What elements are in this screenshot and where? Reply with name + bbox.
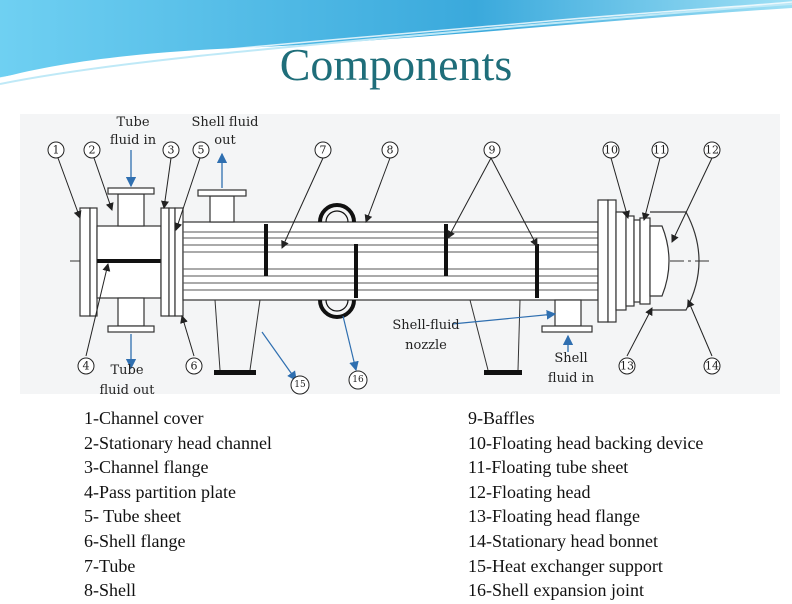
tube-fluid-in-label-1: Tube [116, 115, 149, 130]
legend-item: 7-Tube [84, 555, 136, 576]
callout-6: 6 [191, 360, 198, 373]
callout-7: 7 [320, 144, 327, 157]
callout-5: 5 [198, 144, 205, 157]
legend-item: 12-Floating head [468, 481, 591, 502]
tube-fluid-out-label-1: Tube [110, 363, 143, 378]
legend-item: 2-Stationary head channel [84, 432, 272, 453]
shell-fluid-out-label-2: out [214, 133, 236, 148]
callout-9: 9 [489, 144, 496, 157]
legend-item: 16-Shell expansion joint [468, 580, 644, 601]
callout-4: 4 [83, 360, 90, 373]
legend-item: 9-Baffles [468, 408, 535, 428]
legend-item: 15-Heat exchanger support [468, 555, 663, 576]
legend-item: 14-Stationary head bonnet [468, 530, 658, 551]
legend-left: 1-Channel cover 2-Stationary head channe… [84, 406, 272, 603]
callout-12: 12 [705, 144, 719, 157]
header-wave [0, 0, 792, 85]
callout-11: 11 [653, 144, 667, 157]
legend-item: 13-Floating head flange [468, 506, 640, 527]
heat-exchanger-diagram: 1 2 3 5 7 8 9 10 11 12 4 6 15 16 13 14 T… [20, 114, 780, 398]
callout-1: 1 [53, 144, 60, 157]
legend-item: 6-Shell flange [84, 530, 186, 551]
legend-item: 10-Floating head backing device [468, 432, 704, 453]
shell-fluid-nozzle-label-1: Shell-fluid [392, 318, 459, 333]
legend-item: 11-Floating tube sheet [468, 457, 629, 478]
callout-8: 8 [387, 144, 394, 157]
legend-item: 8-Shell [84, 580, 136, 601]
tube-fluid-in-label-2: fluid in [110, 133, 157, 148]
legend-item: 4-Pass partition plate [84, 481, 236, 502]
legend-item: 3-Channel flange [84, 457, 209, 478]
legend-item: 5- Tube sheet [84, 506, 182, 527]
legend-item: 1-Channel cover [84, 408, 204, 428]
shell-fluid-out-label-1: Shell fluid [192, 115, 259, 130]
callout-3: 3 [168, 144, 175, 157]
callout-13: 13 [620, 360, 634, 373]
shell-fluid-nozzle-label-2: nozzle [405, 338, 447, 353]
shell-fluid-in-label-1: Shell [554, 351, 587, 366]
callout-15: 15 [294, 380, 306, 390]
page-title: Components [279, 39, 513, 90]
callout-16: 16 [352, 375, 364, 385]
legend-right: 9-Baffles 10-Floating head backing devic… [468, 406, 703, 603]
callout-14: 14 [705, 360, 719, 373]
tube-fluid-out-label-2: fluid out [99, 383, 155, 398]
callout-2: 2 [89, 144, 96, 157]
shell-fluid-in-label-2: fluid in [548, 371, 595, 386]
callout-10: 10 [604, 144, 618, 157]
